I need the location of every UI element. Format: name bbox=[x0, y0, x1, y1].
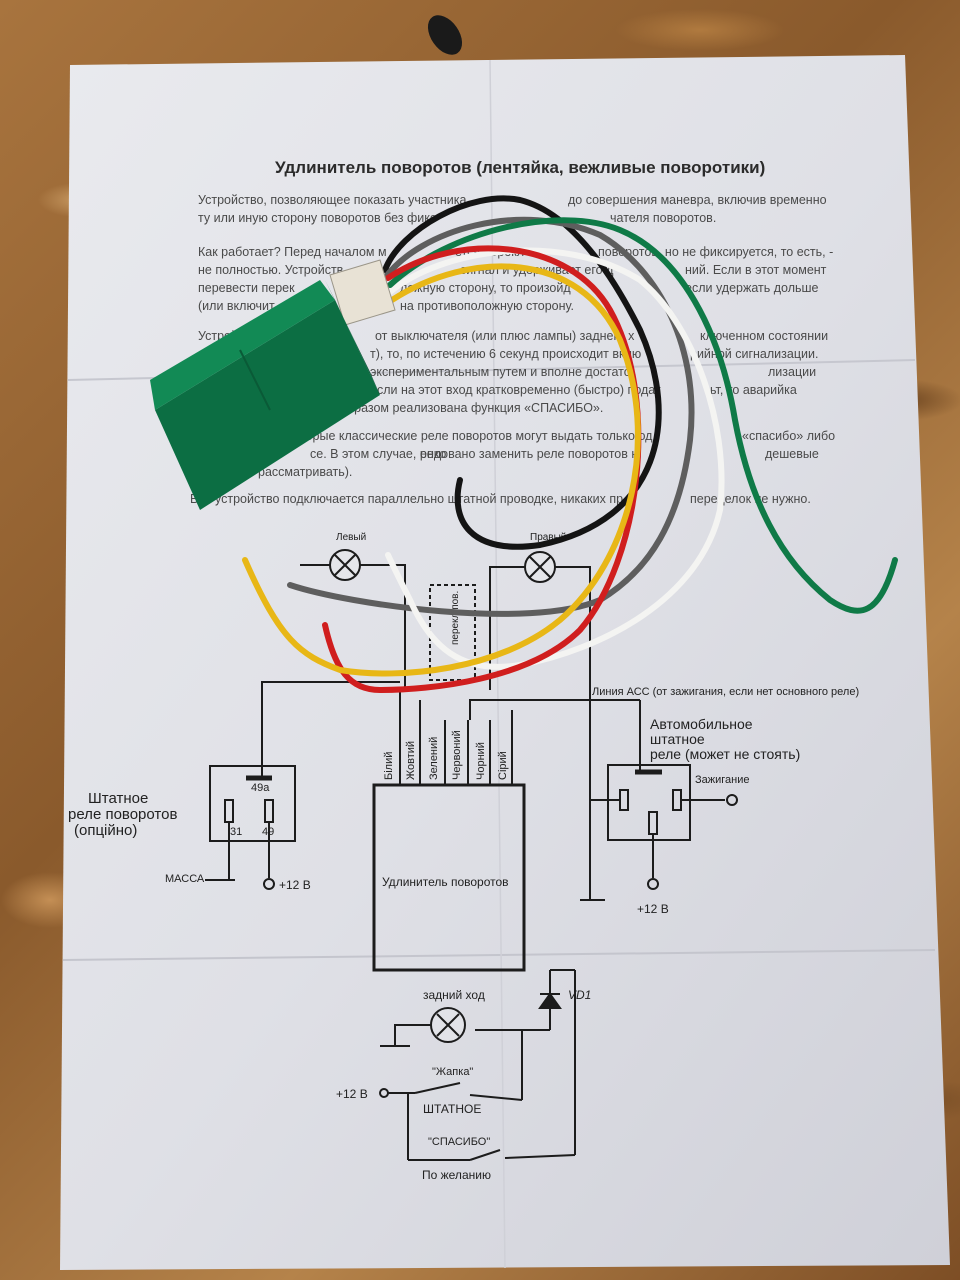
para-line: торые классические реле поворотов могут … bbox=[300, 429, 653, 443]
para-line: «спасибо» либо bbox=[742, 429, 836, 443]
car-relay-label-1: Автомобильное bbox=[650, 716, 753, 732]
para-line: ту или иную сторону поворотов без фикс bbox=[198, 211, 437, 225]
plus12-bottom-label: +12 В bbox=[336, 1087, 368, 1101]
lamp-right-label: Правый bbox=[530, 532, 567, 543]
para-line: Всё устройство подключается параллельно … bbox=[190, 492, 624, 506]
stock-relay-label-1: Штатное bbox=[88, 790, 149, 807]
lamp-left-label: Левый bbox=[336, 532, 367, 543]
para-line: ложную сторону, то произойд bbox=[400, 281, 571, 295]
para-line: дешевые bbox=[765, 447, 819, 461]
document-title: Удлинитель поворотов (лентяйка, вежливые… bbox=[275, 158, 766, 177]
white-wire bbox=[385, 247, 725, 670]
plus12-left-label: +12 В bbox=[279, 878, 311, 892]
para-line: Устройство, позволяющее показать участни… bbox=[198, 193, 467, 207]
para-line: (или включит bbox=[198, 299, 275, 313]
pin-49-label: 49 bbox=[262, 826, 275, 838]
yellow-wire bbox=[242, 263, 641, 677]
diode-label: VD1 bbox=[568, 988, 592, 1002]
para-line: не полностью. Устройств bbox=[198, 263, 344, 277]
plus12-right-label: +12 В bbox=[637, 902, 669, 916]
para-line: т), то, по истечению 6 секунд происходит… bbox=[370, 347, 642, 361]
stock-switch-label: ШТАТНОЕ bbox=[423, 1102, 482, 1116]
para-line: Как работает? Перед началом м bbox=[198, 245, 387, 259]
black-wire bbox=[382, 195, 662, 550]
mass-label: МАССА bbox=[165, 873, 205, 885]
para-line: экспериментальным путем и вполне достато bbox=[370, 365, 631, 379]
optional-label: По желанию bbox=[422, 1168, 491, 1182]
spasibo-label: "СПАСИБО" bbox=[428, 1136, 491, 1148]
para-line: се. В этом случае, реко bbox=[310, 447, 447, 461]
para-line: лизации bbox=[768, 365, 817, 379]
para-line: от выключателя (или плюс лампы) заднего … bbox=[375, 329, 635, 343]
zhapka-label: "Жапка" bbox=[432, 1066, 474, 1078]
device-label: Удлинитель поворотов bbox=[382, 875, 509, 889]
para-line: ендовано заменить реле поворотов н bbox=[420, 447, 639, 461]
green-wire bbox=[387, 217, 898, 614]
para-line: чателя поворотов. bbox=[610, 211, 717, 225]
acc-line-label: Линия АСС (от зажигания, если нет основн… bbox=[592, 686, 860, 698]
ignition-label: Зажигание bbox=[695, 774, 750, 786]
para-line: до совершения маневра, включив временно bbox=[568, 193, 827, 207]
car-relay-label-2: штатное bbox=[650, 731, 705, 747]
para-line: на противоположную сторону. bbox=[400, 299, 575, 313]
para-line: рассматривать). bbox=[258, 465, 353, 479]
para-line: если удержать дольше bbox=[685, 281, 819, 295]
para-line: если на этот вход кратковременно (быстро… bbox=[370, 383, 661, 397]
car-relay-label-3: реле (может не стоять) bbox=[650, 746, 801, 762]
reverse-label: задний ход bbox=[423, 988, 485, 1002]
para-line: образом реализована функция «СПАСИБО». bbox=[340, 401, 604, 415]
para-line: ключенном состоянии bbox=[700, 329, 829, 343]
pin-49a-label: 49а bbox=[251, 782, 270, 794]
stock-relay-label-3: (опційно) bbox=[74, 822, 138, 839]
pin-31-label: 31 bbox=[230, 826, 243, 838]
para-line: перевести перек bbox=[198, 281, 295, 295]
para-line: ний. Если в этот момент bbox=[685, 263, 827, 277]
red-wire bbox=[322, 245, 642, 694]
grey-wire bbox=[287, 216, 695, 617]
stock-relay-label-2: реле поворотов bbox=[68, 806, 178, 823]
